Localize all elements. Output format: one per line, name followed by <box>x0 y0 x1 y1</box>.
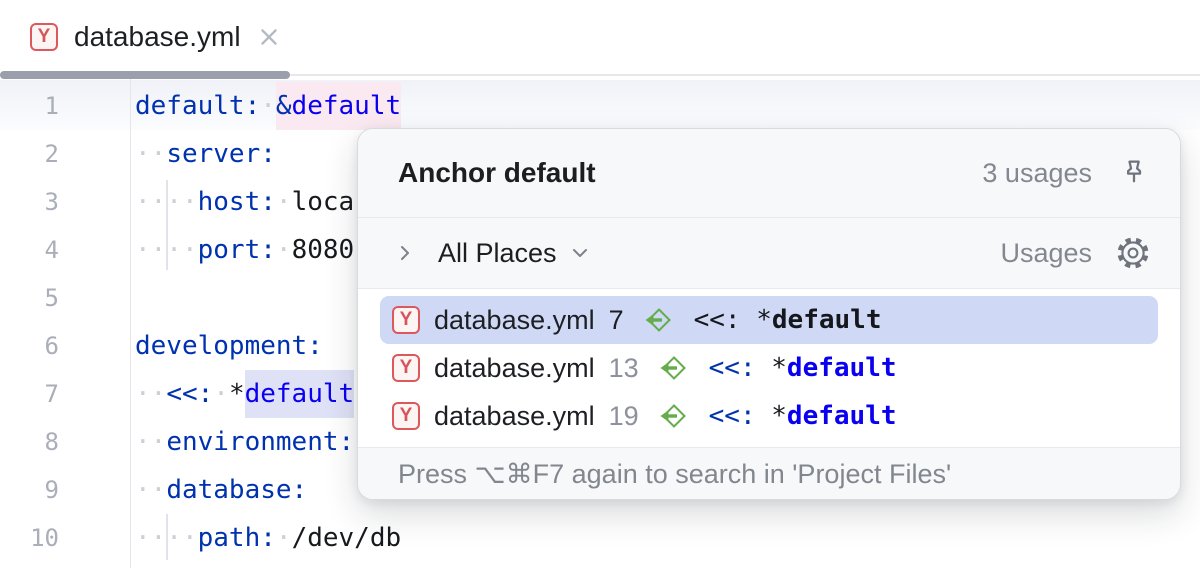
view-label: Usages <box>1000 237 1092 268</box>
code-token: default <box>291 82 402 130</box>
whitespace-dots: ···· <box>135 523 198 553</box>
code-token: * <box>228 379 245 409</box>
code-line: 10 ····path:·/dev/db <box>0 514 1200 562</box>
usage-code-text: <<: *default <box>708 401 897 431</box>
read-access-icon <box>659 401 689 431</box>
yaml-file-icon: Y <box>392 306 420 334</box>
whitespace-dots: ···· <box>135 235 198 265</box>
footer-hint: Press ⌥⌘F7 again to search in 'Project F… <box>398 459 952 489</box>
code-line: 6 development: <box>0 322 1200 370</box>
usage-code-text: <<: *default <box>708 353 897 383</box>
code-line: 3 ····host:·loca <box>0 178 1200 226</box>
code-token: & <box>275 82 292 130</box>
find-usages-popup: Anchor default 3 usages All Places <box>357 128 1181 500</box>
line-number: 2 <box>44 140 59 168</box>
code-token: environment: <box>166 427 355 457</box>
code-line: 5 <box>0 274 1200 322</box>
usage-file-name: database.yml <box>434 304 595 335</box>
read-access-icon <box>659 353 689 383</box>
active-tab-indicator <box>0 71 290 79</box>
usage-line-number: 19 <box>608 400 639 431</box>
code-line: 9 ··database: <box>0 466 1200 514</box>
whitespace-dots: ···· <box>135 187 198 217</box>
code-line: 7 ··<<:·*default <box>0 370 1200 418</box>
whitespace-dots: · <box>275 523 292 553</box>
editor-gutter <box>0 78 131 568</box>
code-token: /dev/db <box>291 523 402 553</box>
code-token: server: <box>166 139 276 169</box>
whitespace-dots: · <box>260 91 276 121</box>
tab-database-yml[interactable]: Y database.yml <box>0 0 281 74</box>
line-number: 5 <box>44 284 59 312</box>
tab-title: database.yml <box>74 21 241 52</box>
code-line: 2 ··server: <box>0 130 1200 178</box>
indent-guide <box>166 514 168 560</box>
chevron-down-icon <box>569 242 591 264</box>
whitespace-dots: · <box>275 235 292 265</box>
chevron-right-icon[interactable] <box>394 242 416 264</box>
code-token: host: <box>197 187 276 217</box>
usage-code-text: <<: *default <box>693 305 882 335</box>
editor-tab-bar: Y database.yml <box>0 0 1200 79</box>
line-number: 9 <box>44 476 59 504</box>
line-number: 4 <box>44 236 59 264</box>
usage-file-name: database.yml <box>434 400 595 431</box>
code-token: <<: <box>166 379 214 409</box>
scope-selector[interactable]: All Places <box>438 238 591 269</box>
caret-line-highlight <box>0 80 1200 130</box>
line-number: 7 <box>44 380 59 408</box>
code-line: 1 default:·&default <box>0 82 1200 130</box>
whitespace-dots: · <box>275 187 292 217</box>
code-token: path: <box>197 523 276 553</box>
line-number: 6 <box>44 332 59 360</box>
popup-footer: Press ⌥⌘F7 again to search in 'Project F… <box>358 447 1180 499</box>
code-token: development: <box>135 331 323 361</box>
usage-line-number: 13 <box>608 352 639 383</box>
code-token: 8080 <box>291 235 355 265</box>
code-line: 4 ····port:·8080 <box>0 226 1200 274</box>
pin-icon[interactable] <box>1118 157 1150 189</box>
code-token: default: <box>135 91 261 121</box>
code-line: 8 ··environment: <box>0 418 1200 466</box>
popup-filter-row: All Places Usages <box>358 218 1180 289</box>
close-icon[interactable] <box>257 25 281 49</box>
code-token: loca <box>291 187 355 217</box>
code-token: default <box>244 370 355 418</box>
popup-header: Anchor default 3 usages <box>358 129 1180 218</box>
yaml-file-icon: Y <box>30 23 58 51</box>
scope-label: All Places <box>438 237 557 268</box>
popup-title: Anchor default <box>398 157 596 188</box>
yaml-file-icon: Y <box>392 402 420 430</box>
line-number: 8 <box>44 428 59 456</box>
yaml-file-icon: Y <box>392 354 420 382</box>
whitespace-dots: ·· <box>135 139 167 169</box>
code-token: database: <box>166 475 308 505</box>
code-token: port: <box>197 235 276 265</box>
gear-icon[interactable] <box>1116 236 1150 270</box>
whitespace-dots: ·· <box>135 475 167 505</box>
whitespace-dots: · <box>213 379 229 409</box>
line-number: 1 <box>44 92 59 120</box>
read-access-icon <box>644 305 674 335</box>
usage-file-name: database.yml <box>434 352 595 383</box>
indent-guide <box>166 180 168 270</box>
usages-count: 3 usages <box>982 157 1092 188</box>
whitespace-dots: ·· <box>135 427 167 457</box>
usage-line-number: 7 <box>608 304 624 335</box>
line-number: 3 <box>44 188 59 216</box>
line-number: 10 <box>30 524 59 552</box>
whitespace-dots: ·· <box>135 379 167 409</box>
